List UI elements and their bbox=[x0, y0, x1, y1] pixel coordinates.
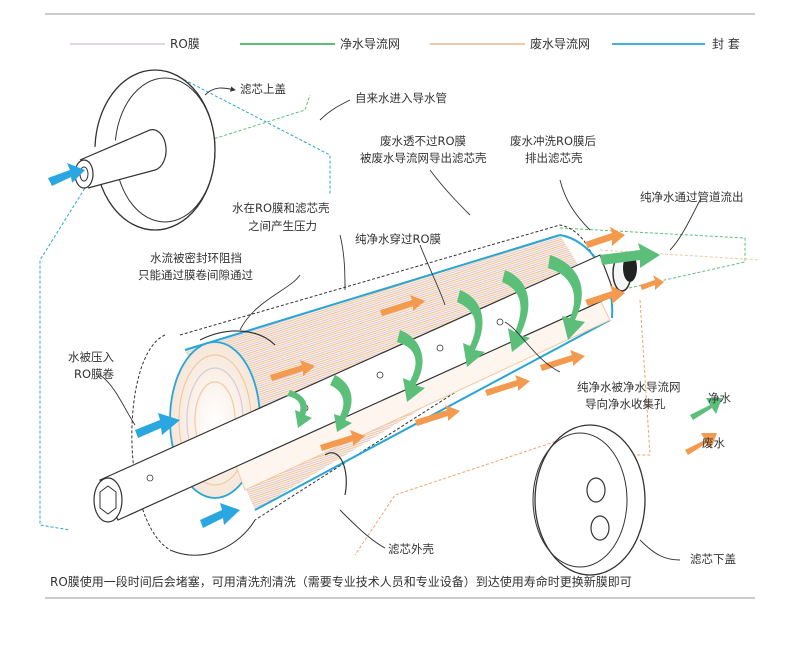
label-waste-not-through-1: 废水透不过RO膜 bbox=[380, 134, 466, 148]
footer-note: RO膜使用一段时间后会堵塞，可用清洗剂清洗（需要专业技术人员和专业设备）到达使用… bbox=[50, 574, 632, 589]
label-pure-through: 纯净水穿过RO膜 bbox=[355, 232, 441, 246]
label-guide-1: 纯净水被净水导流网 bbox=[577, 380, 681, 394]
legend-waste-guide-net: 废水导流网 bbox=[530, 36, 590, 51]
legend-ro-membrane: RO膜 bbox=[170, 37, 200, 51]
leader-lines bbox=[99, 86, 701, 561]
label-waste-flush-1: 废水冲洗RO膜后 bbox=[510, 134, 596, 148]
label-seal-1: 水流被密封环阻挡 bbox=[150, 251, 242, 265]
label-seal-2: 只能通过膜卷间隙通过 bbox=[138, 268, 253, 282]
legend-pure-guide-net: 净水导流网 bbox=[340, 37, 400, 51]
label-pressure-1: 水在RO膜和滤芯壳 bbox=[232, 201, 330, 215]
connector-lines bbox=[39, 74, 761, 556]
legend: RO膜 净水导流网 废水导流网 封 套 bbox=[70, 36, 740, 51]
label-pressure-2: 之间产生压力 bbox=[248, 219, 317, 233]
label-shell: 滤芯外壳 bbox=[388, 542, 434, 556]
waste-water-arrow-icon bbox=[685, 433, 717, 455]
bottom-cap bbox=[532, 424, 646, 576]
label-guide-2: 导向净水收集孔 bbox=[585, 397, 666, 411]
label-tap-water: 自来水进入导水管 bbox=[355, 91, 447, 105]
label-pure-water: 净水 bbox=[708, 391, 731, 405]
label-press-in-2: RO膜卷 bbox=[74, 367, 115, 381]
waste-water-flow bbox=[270, 227, 717, 455]
top-cap bbox=[48, 69, 216, 231]
legend-seal: 封 套 bbox=[712, 37, 740, 51]
label-bottom-cap: 滤芯下盖 bbox=[690, 552, 736, 566]
label-waste-water: 废水 bbox=[702, 436, 725, 450]
center-tube bbox=[93, 254, 637, 523]
inflow-arrow-icon bbox=[48, 163, 85, 186]
label-top-cap: 滤芯上盖 bbox=[240, 82, 286, 96]
label-pure-out: 纯净水通过管道流出 bbox=[640, 190, 744, 204]
label-press-in-1: 水被压入 bbox=[68, 350, 114, 364]
label-waste-flush-2: 排出滤芯壳 bbox=[525, 151, 583, 165]
pure-water-flow bbox=[287, 243, 722, 432]
pure-water-arrow-icon bbox=[690, 398, 722, 420]
label-waste-not-through-2: 被废水导流网导出滤芯壳 bbox=[360, 151, 487, 165]
inflow-arrows bbox=[135, 413, 240, 528]
